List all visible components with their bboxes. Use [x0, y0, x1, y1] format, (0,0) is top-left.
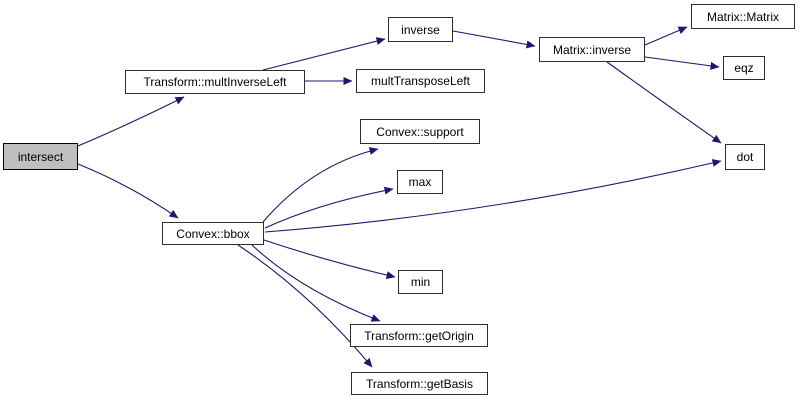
graph-node-max[interactable]: max — [397, 170, 443, 194]
graph-node-label: Transform::getOrigin — [364, 328, 474, 343]
edge-convex-bbox-to-max — [264, 186, 394, 229]
edge-convex-bbox-to-dot — [264, 159, 722, 233]
graph-node-convex-support[interactable]: Convex::support — [360, 119, 480, 144]
graph-node-label: Matrix::inverse — [552, 42, 632, 57]
graph-node-eqz[interactable]: eqz — [723, 56, 765, 80]
graph-node-label: max — [408, 175, 432, 189]
edge-convex-bbox-to-transform-getbasis — [237, 244, 373, 368]
graph-node-inverse[interactable]: inverse — [388, 17, 453, 42]
edge-convex-bbox-to-convex-support — [262, 147, 379, 223]
edge-convex-bbox-to-min — [263, 239, 396, 279]
graph-node-label: Transform::multInverseLeft — [143, 75, 287, 89]
graph-node-label: Matrix::Matrix — [707, 9, 779, 24]
graph-node-label: multTransposeLeft — [371, 74, 470, 88]
edge-intersect-to-transform-multinverseleft — [77, 96, 185, 147]
graph-node-min[interactable]: min — [398, 270, 443, 294]
edge-inverse-to-matrix-inverse — [452, 30, 536, 49]
graph-node-dot[interactable]: dot — [725, 144, 765, 170]
graph-node-transform-multinverseleft[interactable]: Transform::multInverseLeft — [125, 70, 305, 94]
graph-node-label: intersect — [17, 149, 64, 164]
graph-node-convex-bbox[interactable]: Convex::bbox — [162, 222, 264, 245]
edge-transform-multinverseleft-to-inverse — [262, 37, 386, 71]
graph-node-intersect[interactable]: intersect — [3, 143, 78, 170]
graph-node-label: dot — [736, 150, 754, 164]
graph-node-transform-getbasis[interactable]: Transform::getBasis — [351, 372, 488, 395]
graph-node-label: Convex::bbox — [176, 226, 250, 241]
graph-node-matrix-matrix[interactable]: Matrix::Matrix — [691, 4, 795, 29]
graph-node-multtransposeleft[interactable]: multTransposeLeft — [356, 69, 485, 93]
edge-matrix-inverse-to-matrix-matrix — [644, 26, 688, 46]
edge-convex-bbox-to-transform-getorigin — [251, 244, 381, 322]
graph-node-transform-getorigin[interactable]: Transform::getOrigin — [350, 324, 488, 347]
graph-node-label: inverse — [401, 22, 440, 37]
graph-node-label: min — [410, 275, 431, 289]
graph-node-label: Transform::getBasis — [366, 376, 473, 391]
graph-node-matrix-inverse[interactable]: Matrix::inverse — [539, 37, 645, 62]
graph-node-label: Convex::support — [376, 124, 464, 139]
edge-matrix-inverse-to-dot — [606, 61, 722, 144]
edge-matrix-inverse-to-eqz — [644, 56, 720, 70]
edge-intersect-to-convex-bbox — [77, 163, 179, 219]
graph-node-label: eqz — [734, 61, 754, 75]
